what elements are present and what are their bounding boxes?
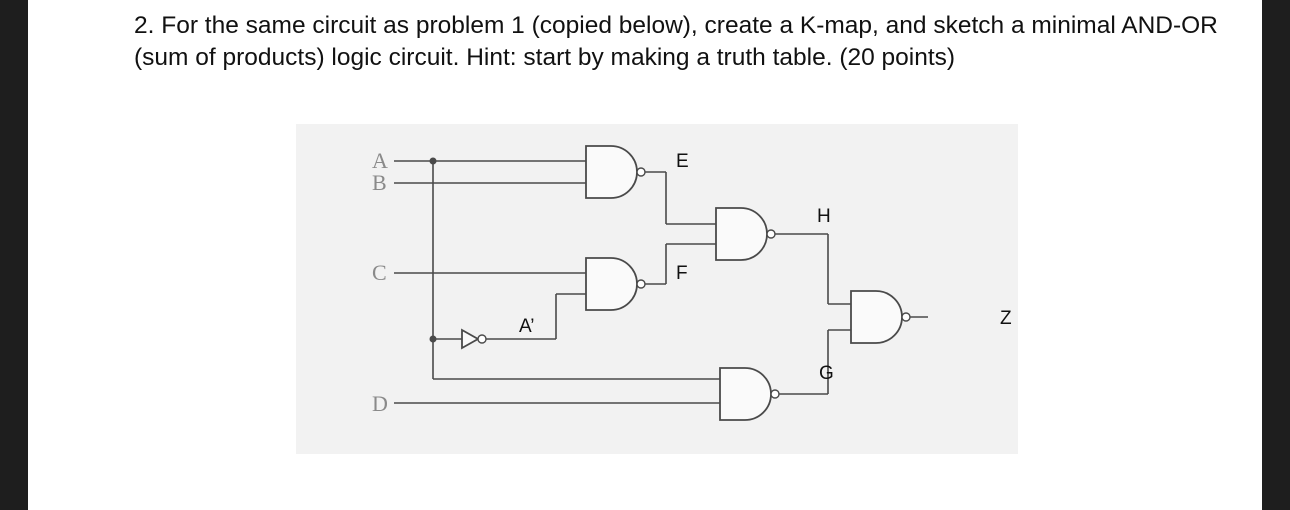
nand-gate-e (585, 145, 638, 199)
gate-h-bubble (766, 229, 776, 239)
input-label-a: A (372, 148, 388, 173)
gate-g-bubble (770, 389, 780, 399)
gate-f-bubble (636, 279, 646, 289)
inverter-gate (461, 328, 480, 350)
inverter-bubble (477, 334, 487, 344)
gate-z-bubble (901, 312, 911, 322)
node-label-g: G (819, 363, 834, 384)
circuit-figure: A B C D E F H G A’ Z (296, 124, 1018, 454)
input-label-c: C (372, 260, 387, 285)
input-label-b: B (372, 170, 387, 195)
node-label-e: E (676, 151, 689, 172)
output-label-z: Z (1000, 308, 1012, 329)
nand-gate-z (850, 290, 903, 344)
gate-e-bubble (636, 167, 646, 177)
node-label-f: F (676, 263, 688, 284)
node-label-h: H (817, 206, 831, 227)
input-label-d: D (372, 391, 388, 416)
nand-gate-h (715, 207, 768, 261)
circuit-diagram: A B C D E F H G A’ Z (372, 145, 1012, 421)
document-page: 2. For the same circuit as problem 1 (co… (28, 0, 1262, 510)
question-text: 2. For the same circuit as problem 1 (co… (134, 12, 1218, 71)
nand-gate-g (719, 367, 772, 421)
node-label-a-not: A’ (519, 316, 534, 337)
nand-gate-f (585, 257, 638, 311)
